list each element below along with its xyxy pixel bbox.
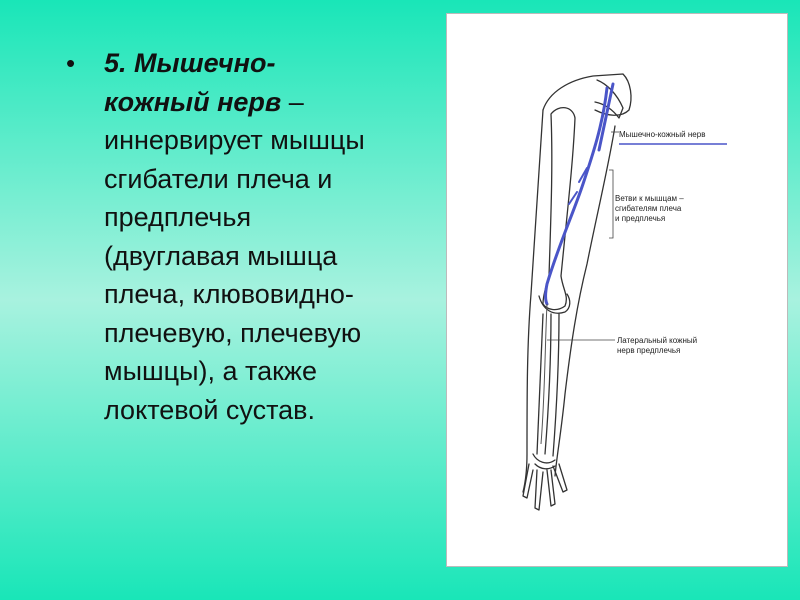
nerve-upper-branch [597,82,615,152]
label-lateral-line-2: нерв предплечья [617,346,681,355]
slide-text: • 5. Мышечно- кожный нерв – иннервирует … [66,44,428,429]
body-line-6: плечевую, плечевую [104,317,362,348]
slide-paragraph: 5. Мышечно- кожный нерв – иннервирует мы… [104,44,428,429]
arm-diagram-panel: Мышечно-кожный нерв Ветви к мышцам – сги… [446,13,788,567]
branches-bracket [609,169,614,239]
arm-outer-contour [522,109,544,493]
nerve-branch-muscle [578,167,588,183]
elbow-joint [538,293,571,314]
body-line-5: плеча, клювовидно- [104,279,354,309]
radius-bone [544,313,552,455]
body-line-4: (двуглавая мышца [104,240,338,271]
body-line-7: мышцы), а также [104,356,317,386]
body-line-8: локтевой сустав. [104,394,316,425]
wrist-bones [532,453,556,470]
arm-inner-contour [554,125,616,477]
label-branches-line-1: Ветви к мышцам – [615,194,684,203]
body-line-3: предплечья [104,202,252,232]
body-line-2: сгибатели плеча и [104,163,333,194]
bullet-marker: • [66,48,76,78]
heading-line-1: 5. Мышечно- [104,48,276,78]
shoulder-outline [542,73,632,116]
label-branches-line-2: сгибателям плеча [615,204,682,213]
ulna-bone [552,313,560,457]
label-branches-line-3: и предплечья [615,214,666,223]
heading-dash: – [281,86,304,117]
label-musculocutaneous-nerve: Мышечно-кожный нерв [619,130,706,139]
body-line-1: иннервирует мышцы [104,125,365,155]
nerve-branch-muscle-2 [568,191,578,205]
humerus-bone [542,107,576,311]
musculocutaneous-nerve [544,86,609,306]
ulna-bone-outer [536,313,544,455]
heading-line-2: кожный нерв [104,86,282,117]
hand-fingers [522,463,568,511]
label-lateral-line-1: Латеральный кожный [617,336,698,345]
arm-anatomy-illustration [522,73,727,511]
lateral-cutaneous-nerve [540,303,548,445]
